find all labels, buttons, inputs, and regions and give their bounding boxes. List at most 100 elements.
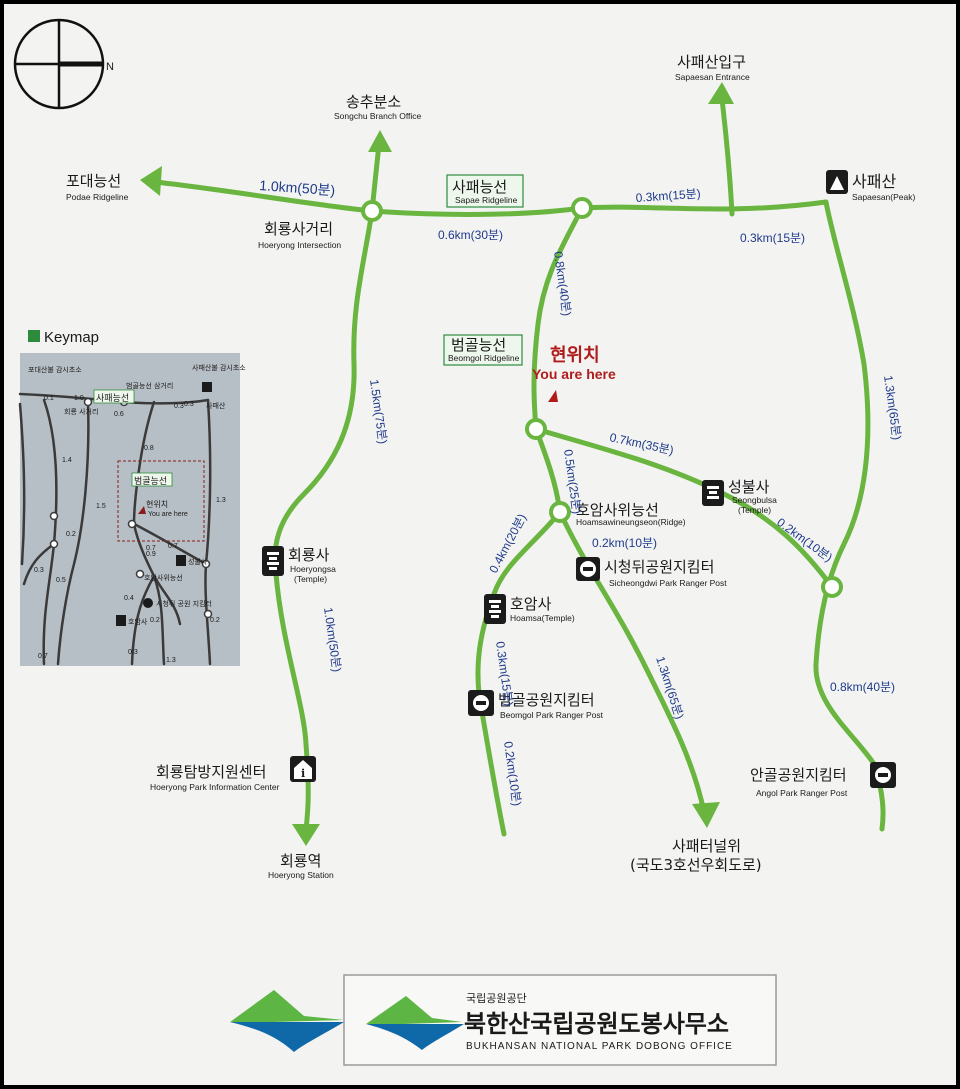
- keymap-title: Keymap: [44, 329, 99, 346]
- keymap-distance-label: 1.3: [216, 497, 226, 504]
- keymap-hoeryong-sa: 회룡 사거리: [64, 407, 98, 416]
- hoeryongsa-label-en2: (Temple): [294, 574, 327, 584]
- keymap-distance-label: 0.2: [210, 617, 220, 624]
- knps-logo-left: [230, 990, 344, 1052]
- distance-hoamsa-beomgol: 0.3km(15분): [493, 640, 516, 706]
- keymap-distance-label: 0.4: [124, 595, 134, 602]
- distance-hoeryongsa-down: 1.0km(50분): [321, 606, 344, 672]
- keymap-here-icon: [138, 506, 146, 514]
- distance-hoamsawi-sicheongdwi: 0.2km(10분): [592, 536, 657, 550]
- temple-icon: [484, 594, 506, 624]
- keymap-sapaesan: 사패산: [206, 401, 226, 410]
- keymap-hoamsa: 호암사: [128, 617, 148, 626]
- sapaesan-entrance-label-en: Sapaesan Entrance: [675, 72, 750, 82]
- keymap-panel: Keymap 사패능선 범골능선 현위치 You are here 포대산불 감…: [18, 329, 246, 666]
- keymap-distance-label: 0.3: [34, 567, 44, 574]
- keymap-temple-icon: [176, 555, 186, 566]
- compass-north-label: N: [106, 61, 114, 73]
- distance-beomgol-down-2: 0.2km(10분): [501, 740, 524, 806]
- seongbulsa-label: 성불사: [728, 478, 770, 496]
- keymap-here-en: You are here: [148, 511, 188, 518]
- sapae-tunnel-label-2: (국도3호선우회도로): [630, 856, 762, 874]
- hoamsa-label-en: Hoamsa(Temple): [510, 613, 575, 623]
- distance-peak-down: 1.3km(65분): [881, 374, 904, 440]
- hoamsawi-label: 호암사위능선: [576, 501, 659, 519]
- junction-sapae: [571, 197, 593, 219]
- info-center-icon: i: [290, 756, 316, 782]
- keymap-podae: 포대산불 감시초소: [28, 365, 82, 374]
- you-are-here-label-en: You are here: [532, 366, 616, 382]
- keymap-distance-label: 0.1: [44, 395, 54, 402]
- sicheongdwi-label: 시청뒤공원지킴터: [604, 558, 714, 576]
- keymap-hoamsawi: 호암사위능선: [144, 573, 183, 582]
- sapae-tunnel-label: 사패터널위: [672, 837, 741, 855]
- distance-podae: 1.0km(50분): [259, 177, 336, 198]
- sapaesan-peak-label-en: Sapaesan(Peak): [852, 192, 915, 202]
- footer-org-name-en: BUKHANSAN NATIONAL PARK DOBONG OFFICE: [466, 1041, 733, 1052]
- temple-icon: [702, 480, 724, 506]
- keymap-distance-label: 0.2: [150, 617, 160, 624]
- keymap-distance-label: 0.7: [146, 545, 156, 552]
- keymap-beomgol: 범골능선: [134, 476, 167, 487]
- keymap-distance-label: 1.0: [74, 395, 84, 402]
- keymap-distance-label: 1.3: [166, 657, 176, 664]
- info-center-label-en: Hoeryong Park Information Center: [150, 782, 280, 792]
- keymap-seongbulsa: 성불사: [188, 557, 208, 566]
- beomgol-ridge-label-en: Beomgol Ridgeline: [448, 353, 520, 363]
- distance-beomgol-down: 0.8km(40분): [551, 250, 574, 316]
- keymap-sicheong: 시청뒤 공원 지킴터: [156, 599, 212, 608]
- ranger-post-icon: [870, 762, 896, 788]
- sicheongdwi-label-en: Sicheongdwi Park Ranger Post: [609, 578, 727, 588]
- podae-label-en: Podae Ridgeline: [66, 192, 129, 202]
- junction-here: [525, 418, 547, 440]
- angol-post-label: 안골공원지킴터: [750, 766, 847, 784]
- sapae-ridge-sign: 사패능선 Sapae Ridgeline: [446, 174, 524, 208]
- keymap-ranger-icon: [143, 598, 153, 608]
- trail-arrowheads: [140, 82, 734, 846]
- keymap-sapae-ridge: 사패능선: [96, 393, 129, 404]
- ranger-post-icon: [576, 557, 600, 581]
- trail-network: [143, 96, 886, 837]
- keymap-distance-label: 0.3: [174, 403, 184, 410]
- keymap-distance-label: 0.5: [56, 577, 66, 584]
- junction-angol: [821, 576, 843, 598]
- you-are-here-marker-icon: [548, 390, 558, 402]
- keymap-peak-icon: [202, 382, 212, 392]
- keymap-distance-label: 0.7: [168, 543, 178, 550]
- distance-sapae-entrance: 0.3km(15분): [635, 186, 701, 205]
- keymap-temple-icon: [116, 615, 126, 626]
- hoeryongsa-label: 회룡사: [288, 546, 330, 564]
- footer-org-name: 북한산국립공원도봉사무소: [464, 1010, 729, 1038]
- distance-hoeryong-left: 1.5km(75분): [367, 378, 390, 444]
- hoeryong-intersection-label-en: Hoeryong Intersection: [258, 240, 341, 250]
- hoamsawi-label-en: Hoamsawineungseon(Ridge): [576, 517, 686, 527]
- sapae-ridge-label-en: Sapae Ridgeline: [455, 195, 518, 205]
- keymap-distance-label: 1.5: [96, 503, 106, 510]
- junction-hoamsawi: [549, 501, 571, 523]
- info-center-label: 회룡탐방지원센터: [156, 763, 266, 781]
- keymap-current-area: [117, 460, 205, 542]
- hoeryong-intersection-label: 회룡사거리: [264, 220, 333, 238]
- ranger-post-icon: [468, 690, 494, 716]
- keymap-distance-label: 0.3: [128, 649, 138, 656]
- hoeryongsa-label-en: Hoeryongsa: [290, 564, 336, 574]
- trail-map-board: N 포대능선 Podae Ridgeline 송추분소 Songchu Bran…: [4, 4, 956, 1085]
- podae-label: 포대능선: [66, 172, 121, 190]
- temple-icon: [262, 546, 284, 576]
- seongbulsa-label-en: Seongbulsa: [732, 495, 777, 505]
- beomgol-post-label: 범골공원지킴터: [498, 691, 595, 709]
- keymap-here: 현위치: [146, 500, 168, 509]
- keymap-distance-label: 0.8: [144, 445, 154, 452]
- keymap-distance-label: 0.3: [184, 401, 194, 408]
- footer-org-small: 국립공원공단: [466, 992, 527, 1005]
- keymap-distance-label: 1.4: [62, 457, 72, 464]
- hoamsa-label: 호암사: [510, 595, 552, 613]
- mountain-peak-icon: [826, 170, 848, 194]
- sapaesan-peak-label: 사패산: [852, 172, 896, 191]
- hoeryong-station-label-en: Hoeryong Station: [268, 870, 334, 880]
- distance-hi-sapae: 0.6km(30분): [438, 228, 503, 242]
- keymap-legend-swatch: [28, 330, 40, 342]
- distance-angol: 0.8km(40분): [830, 680, 895, 694]
- beomgol-ridge-sign: 범골능선 Beomgol Ridgeline: [443, 334, 523, 366]
- keymap-sapae-post: 사패산불 감시초소: [192, 363, 246, 372]
